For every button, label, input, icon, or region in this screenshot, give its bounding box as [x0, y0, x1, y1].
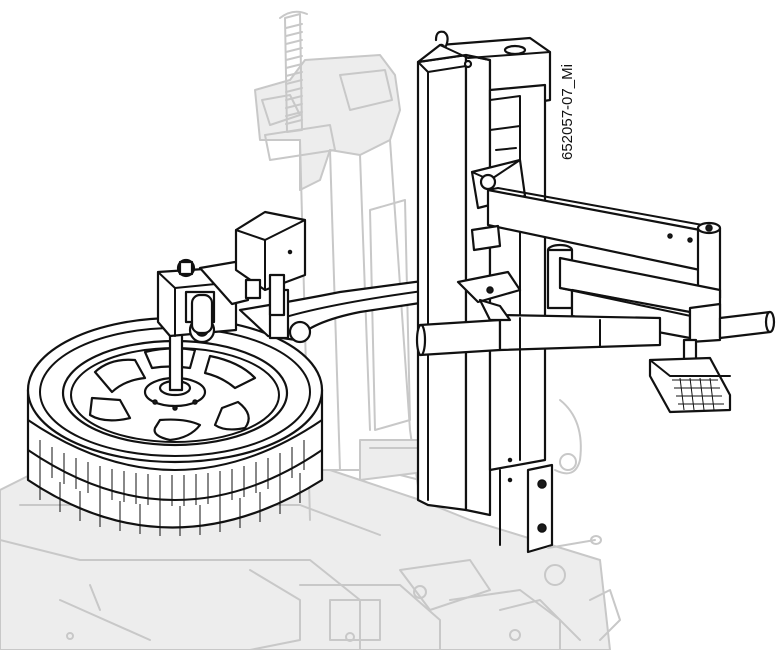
middle-arm [546, 243, 776, 414]
lower-arm [415, 270, 662, 357]
reference-code: 652057-07_Mi [559, 64, 576, 160]
mounting-head [156, 258, 250, 392]
figure-reference-label: 652057-07_Mi [559, 64, 576, 160]
upper-arm [470, 158, 722, 300]
wheel-assembly [26, 316, 324, 536]
